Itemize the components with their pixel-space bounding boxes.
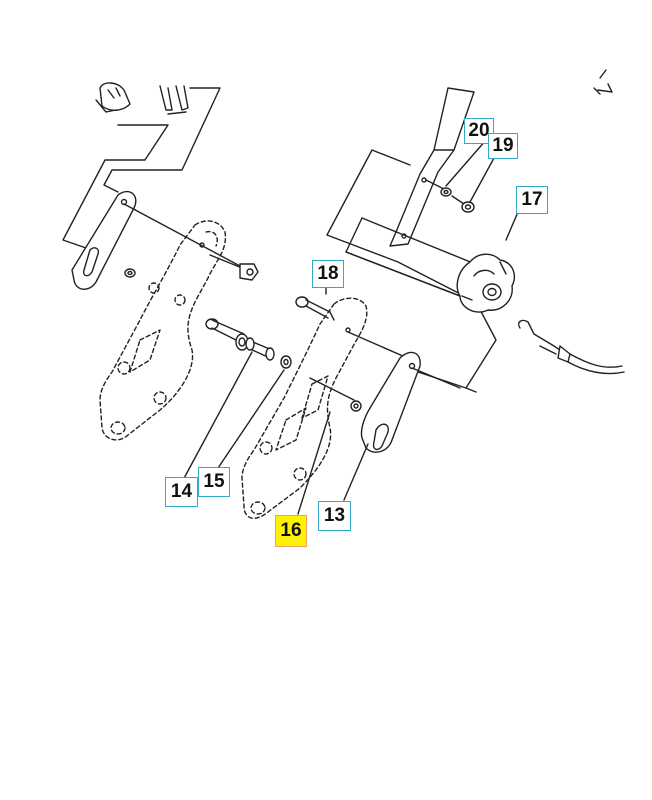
left-nut-icon <box>124 268 136 278</box>
leader-line-13 <box>343 443 369 501</box>
left-assembly-outline <box>62 87 221 249</box>
part-callout-20[interactable]: 20 <box>464 118 494 144</box>
leader-line-19 <box>469 157 495 203</box>
leader-line-16 <box>297 411 331 515</box>
pivot-axis-line <box>347 331 413 361</box>
part-callout-17[interactable]: 17 <box>516 186 548 214</box>
nut-19-icon <box>451 195 475 213</box>
right-axis-line <box>309 377 355 401</box>
part-callout-15[interactable]: 15 <box>198 467 230 497</box>
washer-20-icon <box>425 179 452 197</box>
part-callout-14[interactable]: 14 <box>165 477 198 507</box>
top-right-fragment-icon <box>593 69 613 95</box>
part-callout-13[interactable]: 13 <box>318 501 351 531</box>
leader-line-20 <box>445 139 487 187</box>
spacer-icon <box>245 337 275 361</box>
leader-line-15 <box>213 369 285 475</box>
leader-line-14 <box>181 351 253 483</box>
leader-line-17 <box>505 211 519 241</box>
left-handle-clamp-icon <box>95 82 189 115</box>
part-callout-16-highlighted[interactable]: 16 <box>275 515 307 547</box>
part-callout-18[interactable]: 18 <box>312 260 344 288</box>
left-lever-plate-icon <box>71 190 241 290</box>
shoulder-pin-icon <box>205 318 249 351</box>
left-housing-plate-icon <box>99 220 227 441</box>
knob-icon <box>456 211 519 313</box>
right-handle-bar-icon <box>389 87 475 247</box>
right-lever-plate-icon <box>297 351 461 515</box>
right-nut-icon <box>350 400 362 412</box>
right-housing-plate-icon <box>241 297 368 519</box>
part-callout-19[interactable]: 19 <box>488 133 518 159</box>
left-pivot-hole <box>199 242 205 248</box>
bolt-icon <box>209 254 259 281</box>
bolt-18-icon <box>295 281 335 321</box>
cable-icon <box>518 319 625 375</box>
washer-icon <box>280 355 292 369</box>
